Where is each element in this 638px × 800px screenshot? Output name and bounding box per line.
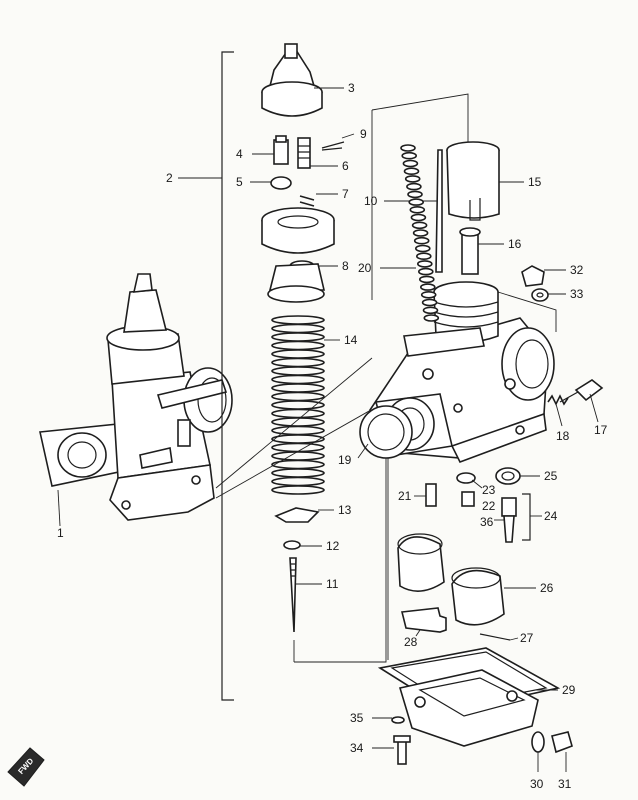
callout-27: 27 — [520, 631, 534, 645]
spring-coil — [271, 366, 325, 376]
callout-21: 21 — [398, 489, 412, 503]
callout-7: 7 — [342, 187, 349, 201]
hose-segment — [411, 221, 428, 230]
callout-3: 3 — [348, 81, 355, 95]
hose-segment — [410, 213, 427, 222]
spring-coil — [271, 332, 325, 342]
choke-hose — [400, 144, 440, 322]
spring-coil — [271, 476, 325, 487]
hose-segment — [415, 252, 432, 261]
spring-coil — [271, 408, 325, 419]
top-cap — [261, 43, 323, 117]
chamber-top-ring — [261, 207, 335, 254]
callout-8: 8 — [342, 259, 349, 273]
spring-coil — [271, 315, 325, 325]
callout-31: 31 — [558, 777, 572, 791]
callout-26: 26 — [540, 581, 554, 595]
hose-segment — [421, 298, 438, 307]
hose-segment — [420, 290, 437, 299]
callout-20: 20 — [358, 261, 372, 275]
spring-coil — [271, 468, 325, 478]
callout-9: 9 — [360, 127, 367, 141]
callout-25: 25 — [544, 469, 558, 483]
spring-coil — [271, 434, 325, 444]
hose-segment — [418, 275, 435, 284]
spring-coil — [271, 451, 325, 461]
callout-16: 16 — [508, 237, 522, 251]
callout-4: 4 — [236, 147, 243, 161]
hose-segment — [416, 260, 433, 268]
float-left — [397, 533, 445, 592]
callout-14: 14 — [344, 333, 358, 347]
callout-29: 29 — [562, 683, 576, 697]
forward-indicator-icon: FWD — [7, 747, 45, 787]
callout-17: 17 — [594, 423, 608, 437]
callout-28: 28 — [404, 635, 418, 649]
callout-36: 36 — [480, 515, 494, 529]
spring-coil — [271, 349, 325, 359]
spring-coil — [271, 340, 325, 351]
hose-segment — [412, 229, 429, 237]
callout-34: 34 — [350, 741, 364, 755]
hose-segment — [402, 159, 419, 168]
hose-segment — [409, 206, 426, 214]
bracket-2 — [221, 51, 234, 701]
hose-segment — [413, 236, 430, 245]
hose-segment — [423, 314, 440, 322]
callout-24: 24 — [544, 509, 558, 523]
spring-coil — [271, 442, 325, 453]
spring-coil — [271, 391, 325, 402]
hose-segment — [406, 182, 422, 191]
callout-35: 35 — [350, 711, 364, 725]
float-right — [451, 567, 505, 626]
hose-segment — [417, 267, 434, 276]
spring-coil — [271, 459, 325, 470]
spring-coil — [271, 425, 325, 436]
callout-6: 6 — [342, 159, 349, 173]
hose-segment — [403, 167, 420, 175]
callout-32: 32 — [570, 263, 584, 277]
hose-segment — [400, 144, 416, 152]
slide-spring — [271, 315, 325, 495]
callout-22: 22 — [482, 499, 496, 513]
callout-2: 2 — [166, 171, 173, 185]
spring-coil — [271, 323, 325, 334]
hose-segment — [422, 306, 439, 315]
callout-11: 11 — [326, 577, 339, 591]
callout-1: 1 — [57, 526, 64, 540]
callout-33: 33 — [570, 287, 584, 301]
assembled-carburetor — [39, 273, 233, 521]
hose-segment — [419, 283, 436, 291]
hose-segment — [414, 244, 431, 253]
choke-cover — [446, 141, 500, 221]
callout-10: 10 — [364, 194, 378, 208]
spring-coil — [271, 485, 325, 495]
float-bowl — [377, 647, 561, 747]
callout-5: 5 — [236, 175, 243, 189]
hose-segment — [408, 198, 425, 206]
callout-23: 23 — [482, 483, 496, 497]
hose-segment — [401, 151, 418, 160]
spring-coil — [271, 383, 325, 393]
callout-12: 12 — [326, 539, 340, 553]
callout-18: 18 — [556, 429, 570, 443]
callout-15: 15 — [528, 175, 542, 189]
spring-coil — [271, 374, 325, 385]
callout-13: 13 — [338, 503, 352, 517]
hose-segment — [404, 175, 421, 183]
callout-19: 19 — [338, 453, 352, 467]
callout-30: 30 — [530, 777, 544, 791]
hose-segment — [407, 190, 423, 199]
throttle-slide-top — [267, 263, 326, 303]
spring-coil — [271, 357, 325, 368]
